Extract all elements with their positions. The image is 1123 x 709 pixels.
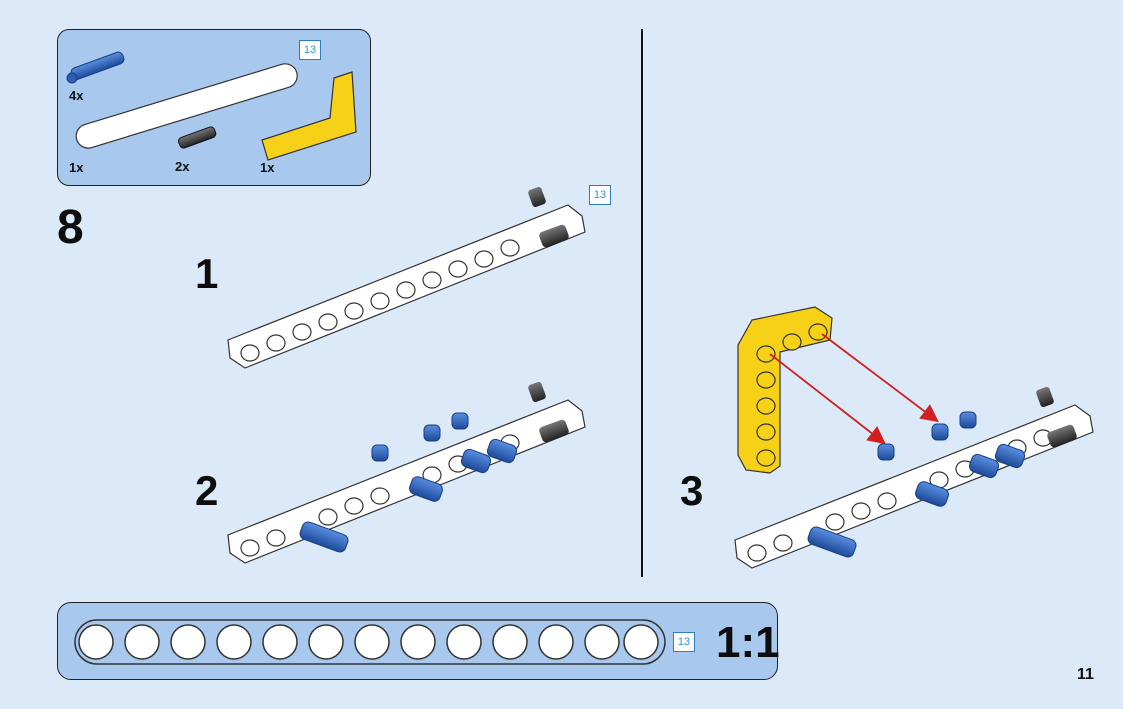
qty-blue-axle-pin: 4x <box>69 88 84 103</box>
substep-1-length-badge: 13 <box>589 185 611 205</box>
step-divider <box>641 29 643 577</box>
white-beam-13-icon <box>75 63 298 149</box>
substep-1-beam <box>227 186 586 369</box>
parts-beam-length-badge: 13 <box>299 40 321 60</box>
ruler-holes <box>78 624 659 660</box>
step-number: 8 <box>57 201 84 254</box>
black-friction-pin-icon <box>178 126 217 149</box>
substep-3-number: 3 <box>680 467 704 514</box>
ruler-beam-outline <box>74 619 666 665</box>
yellow-angle-beam-icon <box>261 71 357 161</box>
assembly-arrows <box>769 333 939 445</box>
scale-label: 1:1 <box>716 618 780 667</box>
page-number: 11 <box>1077 666 1094 683</box>
substep-2-number: 2 <box>195 467 219 514</box>
blue-axle-pin-icon <box>66 51 125 84</box>
qty-white-beam: 1x <box>69 160 84 175</box>
qty-yellow-beam: 1x <box>260 160 275 175</box>
substep-3-white-beam <box>734 386 1094 569</box>
ruler-length-badge: 13 <box>673 632 695 652</box>
substep-3-yellow-beam <box>737 306 833 474</box>
substep-1-number: 1 <box>195 250 219 297</box>
substep-2-beam <box>227 381 586 564</box>
qty-black-pin: 2x <box>175 159 190 174</box>
